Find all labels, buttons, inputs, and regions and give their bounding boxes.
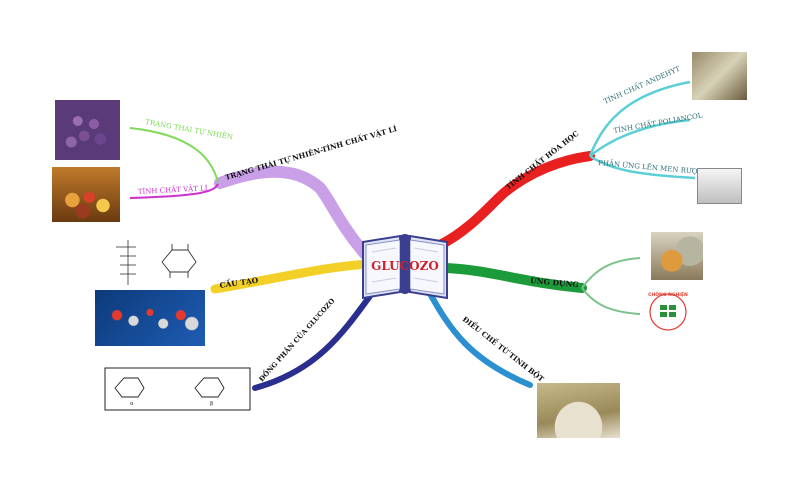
haworth-ring-small: [161, 244, 197, 278]
grapes-image: [55, 100, 120, 160]
center-book: [362, 234, 448, 300]
label-andehyt: TÍNH CHẤT ANDEHYT: [602, 63, 682, 106]
label-trang-thai-tu-nhien: TRẠNG THÁI TỰ NHIÊN: [145, 117, 234, 141]
sub-branch-trang-thai-tu-nhien: [129, 127, 219, 183]
sub-branch-tinh-chat-vat-li: [129, 183, 219, 199]
label-trang-thai: TRẠNG THÁI TỰ NHIÊN-TÍNH CHẤT VẬT LÍ: [224, 123, 399, 182]
branch-cau-tao-line: [210, 259, 375, 294]
sub-branch-ung-dung-1: [581, 257, 641, 289]
label-ung-dung: ỨNG DỤNG: [530, 276, 579, 289]
center-title: GLUCOZO: [371, 259, 439, 273]
branch-dieu-che-line: [425, 287, 533, 388]
cat-mirror-image: [651, 232, 703, 280]
sub-branch-andehyt: [588, 80, 691, 157]
logo-text: CHỐNG NGHIỆN: [648, 290, 688, 298]
branch-trang-thai-line: [214, 165, 372, 261]
silver-mirror-image: [692, 52, 747, 100]
sub-branch-len-men: [589, 154, 696, 180]
molecule-model-image: [95, 290, 205, 346]
label-poliancol: TÍNH CHẤT POLIANCOL: [613, 109, 704, 135]
svg-text:α: α: [130, 401, 134, 407]
fruit-basket-image: [52, 167, 120, 222]
wine-fermentation-image: [697, 168, 742, 204]
sub-branch-poliancol: [589, 118, 691, 157]
svg-text:β: β: [210, 401, 213, 407]
branch-tinh-chat-hh-line: [435, 151, 595, 250]
isomer-diagram: α β: [104, 367, 251, 411]
fischer-projection-diagram: [116, 240, 136, 285]
sub-branch-ung-dung-2: [581, 287, 641, 315]
anti-addiction-logo: [649, 293, 687, 331]
rice-image: [537, 383, 620, 438]
branch-dong-phan-line: [252, 282, 381, 391]
branch-ung-dung-line: [441, 263, 587, 293]
